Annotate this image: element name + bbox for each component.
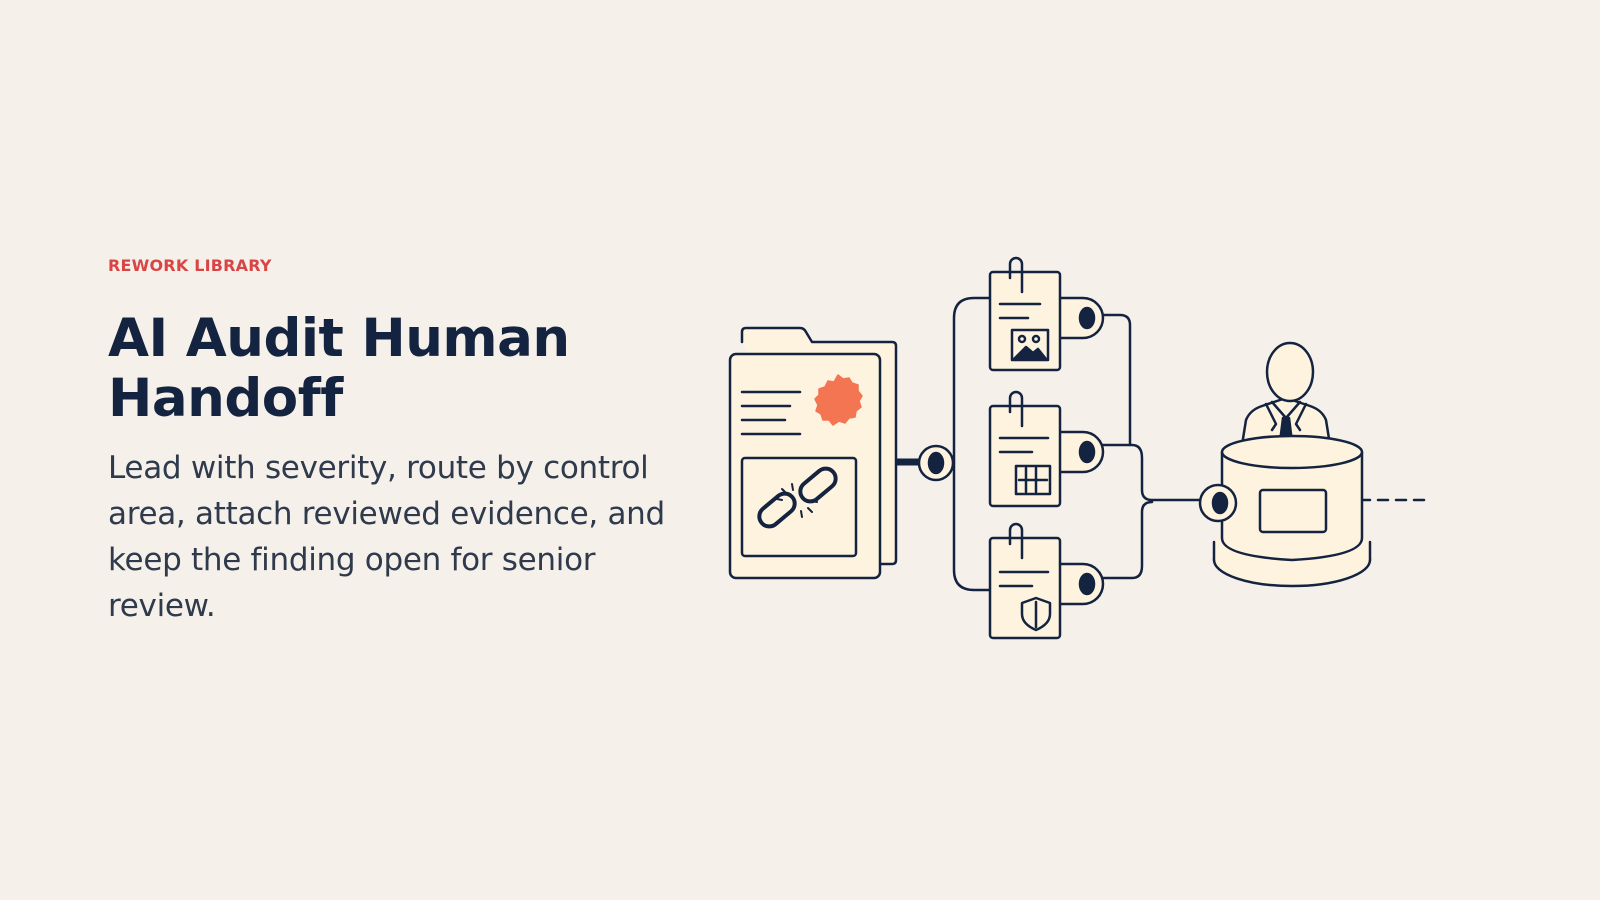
seal-icon	[814, 374, 863, 426]
hero-text: REWORK LIBRARY AI Audit Human Handoff Le…	[108, 256, 688, 629]
folder-icon	[728, 326, 898, 580]
shield-doc-icon	[988, 522, 1105, 640]
reviewer-icon	[1240, 341, 1332, 450]
page-title: AI Audit Human Handoff	[108, 308, 570, 429]
page-description: Lead with severity, route by control are…	[108, 450, 665, 624]
eyebrow-label: REWORK LIBRARY	[108, 256, 272, 275]
table-doc-icon	[988, 390, 1105, 508]
connector-lines	[874, 296, 1432, 592]
handoff-illustration	[728, 256, 1432, 640]
image-doc-icon	[988, 256, 1105, 372]
desk-icon	[1212, 434, 1372, 588]
source-port	[917, 444, 955, 482]
desk-port	[1198, 483, 1238, 523]
broken-link-icon	[757, 466, 838, 529]
